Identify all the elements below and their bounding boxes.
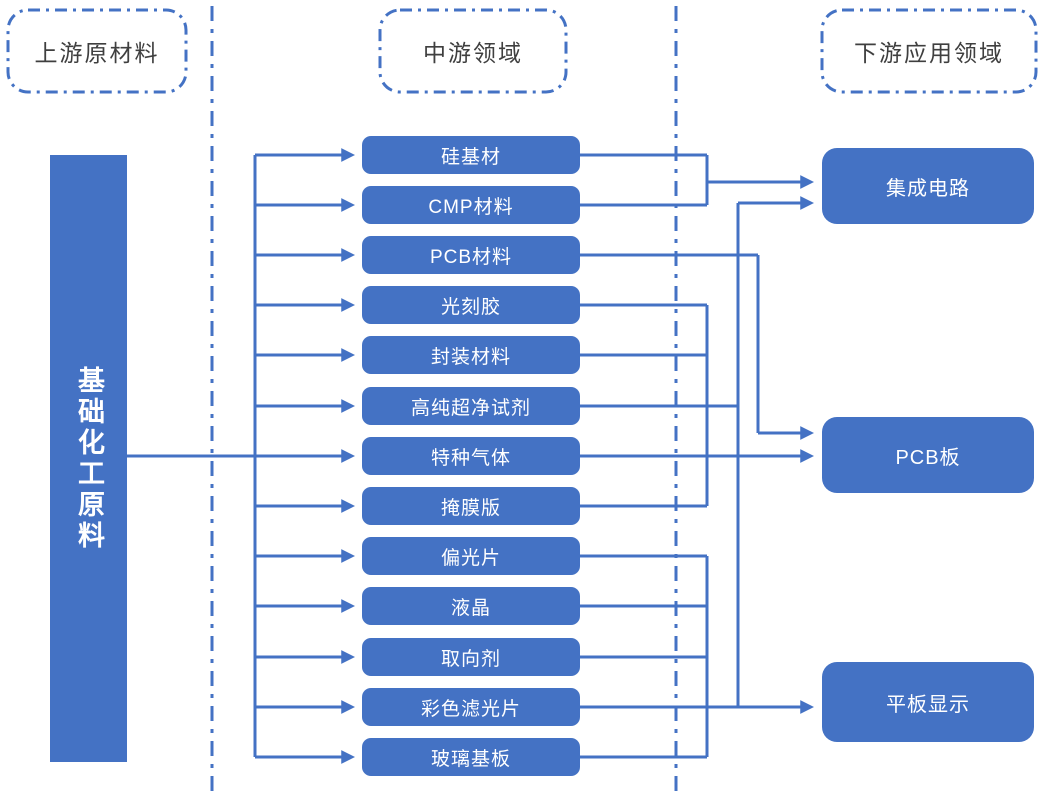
midstream-box-photoresist: 光刻胶 <box>362 286 580 324</box>
midstream-box-silicon-substrate: 硅基材 <box>362 136 580 174</box>
midstream-box-photomask: 掩膜版 <box>362 487 580 525</box>
midstream-header: 中游领域 <box>423 40 523 66</box>
upstream-box-basic-chemicals: 基础化工原料 <box>50 155 127 762</box>
downstream-header: 下游应用领域 <box>854 40 1004 66</box>
midstream-box-pcb-materials: PCB材料 <box>362 236 580 274</box>
upstream-header: 上游原材料 <box>34 40 160 66</box>
midstream-box-specialty-gases: 特种气体 <box>362 437 580 475</box>
midstream-box-polarizer: 偏光片 <box>362 537 580 575</box>
downstream-box-integrated-circuit: 集成电路 <box>822 148 1034 224</box>
upstream-header-border <box>6 8 188 94</box>
upstream-box-label: 基础化工原料 <box>74 365 104 552</box>
midstream-box-liquid-crystal: 液晶 <box>362 587 580 625</box>
midstream-box-packaging-materials: 封装材料 <box>362 336 580 374</box>
midstream-box-high-purity-reagents: 高纯超净试剂 <box>362 387 580 425</box>
downstream-box-pcb-board: PCB板 <box>822 417 1034 493</box>
midstream-header-border <box>378 8 568 94</box>
midstream-box-alignment-agent: 取向剂 <box>362 638 580 676</box>
midstream-box-cmp-materials: CMP材料 <box>362 186 580 224</box>
midstream-box-color-filter: 彩色滤光片 <box>362 688 580 726</box>
downstream-box-flat-panel-display: 平板显示 <box>822 662 1034 742</box>
downstream-header-border <box>820 8 1038 94</box>
midstream-box-glass-substrate: 玻璃基板 <box>362 738 580 776</box>
